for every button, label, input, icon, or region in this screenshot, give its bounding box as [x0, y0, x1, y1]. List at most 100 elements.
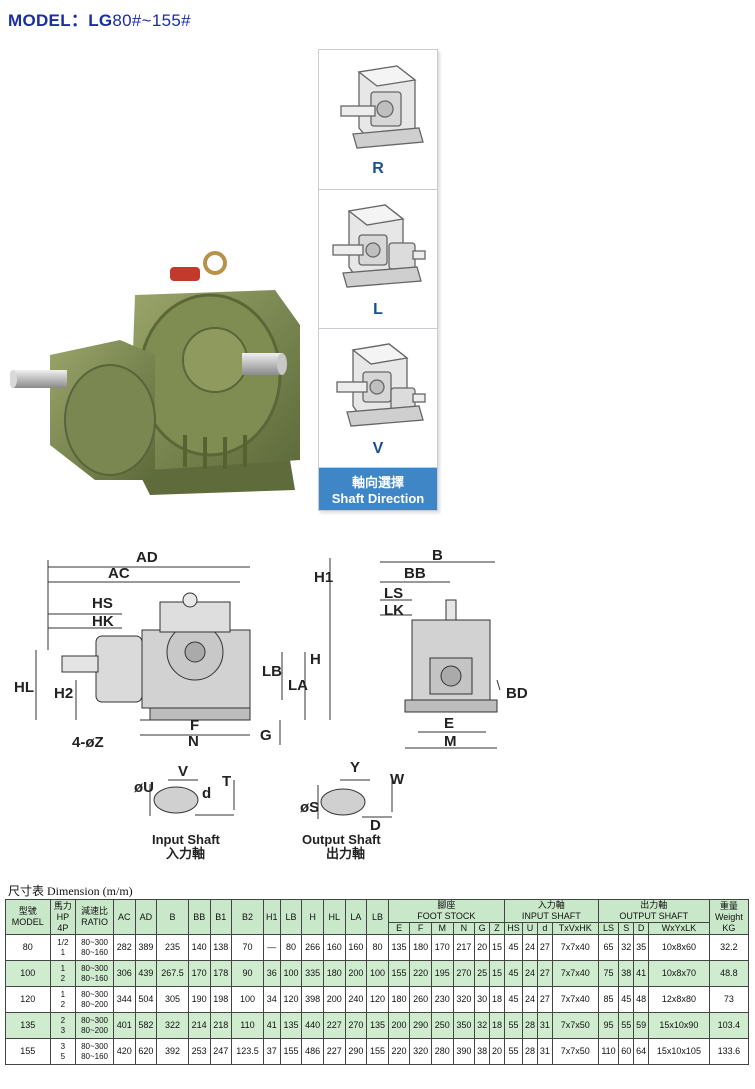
cell-tvhk: 7x7x50	[551, 1012, 599, 1039]
cell-d: 27	[536, 960, 553, 987]
cell-bb: 190	[187, 986, 211, 1013]
cell-d: 27	[536, 934, 553, 961]
cell-g: 20	[474, 934, 491, 961]
cell-la: 290	[344, 1038, 368, 1065]
hdr-e: E	[387, 922, 411, 935]
cell-d: 41	[633, 960, 650, 987]
cell-bb: 140	[187, 934, 211, 961]
cell-kg: 48.8	[708, 960, 750, 987]
cell-kg: 133.6	[708, 1038, 750, 1065]
cell-la: 160	[344, 934, 368, 961]
dim-w: W	[390, 771, 405, 788]
cell-m: 250	[430, 1012, 454, 1039]
cell-wylk: 15x10x105	[648, 1038, 710, 1065]
dim-hs: HS	[92, 595, 113, 612]
cell-lb: 135	[279, 1012, 303, 1039]
cell-m: 230	[430, 986, 454, 1013]
cell-s: 55	[618, 1012, 635, 1039]
output-shaft-zh: 出力軸	[326, 846, 365, 861]
dim-t: T	[222, 773, 231, 790]
hdr-n: N	[452, 922, 476, 935]
cell-b2: 110	[231, 1012, 264, 1039]
cell-model: 120	[5, 986, 51, 1013]
cell-b1: 247	[209, 1038, 233, 1065]
cell-wylk: 15x10x90	[648, 1012, 710, 1039]
dim-y: Y	[350, 759, 360, 776]
cell-g: 38	[474, 1038, 491, 1065]
cell-b: 235	[156, 934, 189, 961]
cell-f: 180	[409, 934, 432, 961]
cell-ls: 95	[597, 1012, 620, 1039]
model-prefix: LG	[88, 11, 113, 30]
cell-model: 100	[5, 960, 51, 987]
cell-g: 25	[474, 960, 491, 987]
dim-f: F	[190, 717, 199, 734]
dim-g: G	[260, 727, 272, 744]
cell-b1: 218	[209, 1012, 233, 1039]
cell-h1: 36	[262, 960, 281, 987]
cell-u: 24	[522, 934, 538, 961]
cell-hl: 160	[322, 934, 346, 961]
dim-b: B	[432, 547, 443, 564]
hdr-h: H	[301, 899, 324, 935]
cell-b2: 70	[231, 934, 264, 961]
hdr-m: M	[430, 922, 454, 935]
direction-v-label: V	[372, 440, 384, 457]
cell-h: 335	[301, 960, 324, 987]
cell-hl: 200	[322, 986, 346, 1013]
cell-ac: 420	[112, 1038, 136, 1065]
cell-la: 270	[344, 1012, 368, 1039]
input-shaft-zh: 入力軸	[166, 846, 205, 861]
cell-kg: 103.4	[708, 1012, 750, 1039]
dim-ad: AD	[136, 549, 158, 566]
direction-option-r[interactable]: R	[319, 50, 437, 190]
hdr-hs: HS	[503, 922, 524, 935]
direction-option-v[interactable]: V	[319, 328, 437, 468]
cell-n: 350	[452, 1012, 476, 1039]
dim-hl: HL	[14, 679, 34, 696]
hdr-tvhk: TxVxHK	[551, 922, 599, 935]
hdr-h1: H1	[262, 899, 281, 935]
dim-lk: LK	[384, 602, 404, 619]
dim-z: 4-øZ	[72, 734, 104, 751]
hdr-la: LA	[344, 899, 368, 935]
cell-z: 15	[489, 934, 505, 961]
hdr-g: G	[474, 922, 491, 935]
cell-b: 392	[156, 1038, 189, 1065]
dim-v: V	[178, 763, 188, 780]
hdr-z: Z	[489, 922, 505, 935]
hdr-u: U	[522, 922, 538, 935]
direction-option-l[interactable]: L	[319, 189, 437, 329]
output-shaft-en: Output Shaft	[302, 832, 381, 847]
cell-lb: 100	[279, 960, 303, 987]
cell-la: 200	[344, 960, 368, 987]
cell-z: 15	[489, 960, 505, 987]
hdr-d-large: D	[633, 922, 650, 935]
cell-model: 135	[5, 1012, 51, 1039]
cell-g: 30	[474, 986, 491, 1013]
dim-s: øS	[300, 799, 319, 816]
cell-ls: 110	[597, 1038, 620, 1065]
cell-hs: 45	[503, 934, 524, 961]
cell-b: 322	[156, 1012, 189, 1039]
hdr-s: S	[618, 922, 635, 935]
cell-lb2: 80	[366, 934, 389, 961]
cell-u: 24	[522, 960, 538, 987]
cell-hl: 180	[322, 960, 346, 987]
hdr-ls: LS	[597, 922, 620, 935]
cell-h: 486	[301, 1038, 324, 1065]
direction-l-drawing	[332, 204, 426, 288]
cell-b1: 138	[209, 934, 233, 961]
